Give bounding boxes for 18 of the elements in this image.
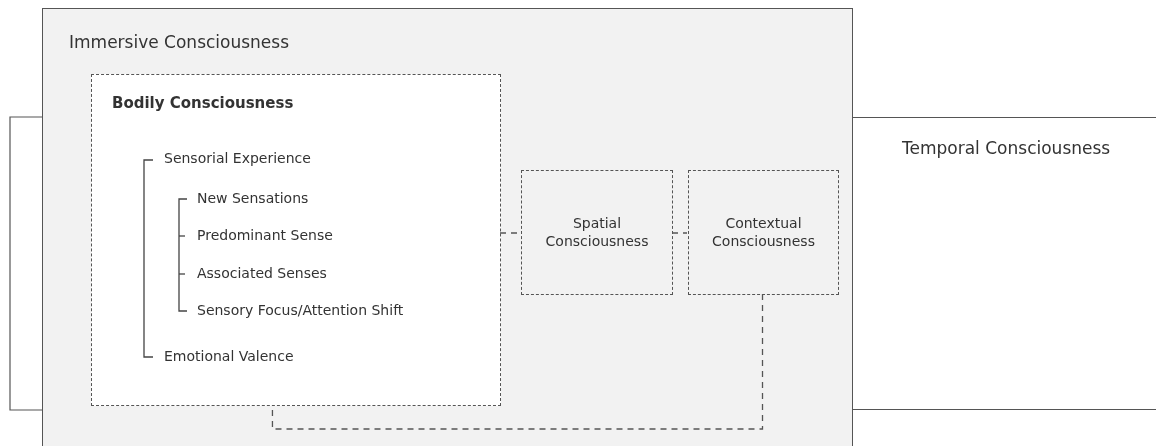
dashed-connector [271,293,764,430]
panel-title: Immersive Consciousness [69,32,290,52]
panel-background [42,8,853,446]
dashed-group-box [91,74,501,406]
list-item: Sensorial Experience [164,150,311,166]
box-label: Spatial Consciousness [544,213,650,252]
list-item: Predominant Sense [197,227,333,243]
list-item: Associated Senses [197,265,327,281]
list-item: Sensory Focus/Attention Shift [197,302,404,318]
dashed-box [688,170,839,295]
list-item: New Sensations [197,190,309,206]
group-heading: Bodily Consciousness [112,94,294,112]
list-item: Emotional Valence [164,348,294,364]
timeline-band [853,117,1156,410]
dashed-box [521,170,673,295]
box-label: Contextual Consciousness [711,213,816,252]
dashed-connector [671,232,688,234]
band-label: Temporal Consciousness [902,138,1111,158]
